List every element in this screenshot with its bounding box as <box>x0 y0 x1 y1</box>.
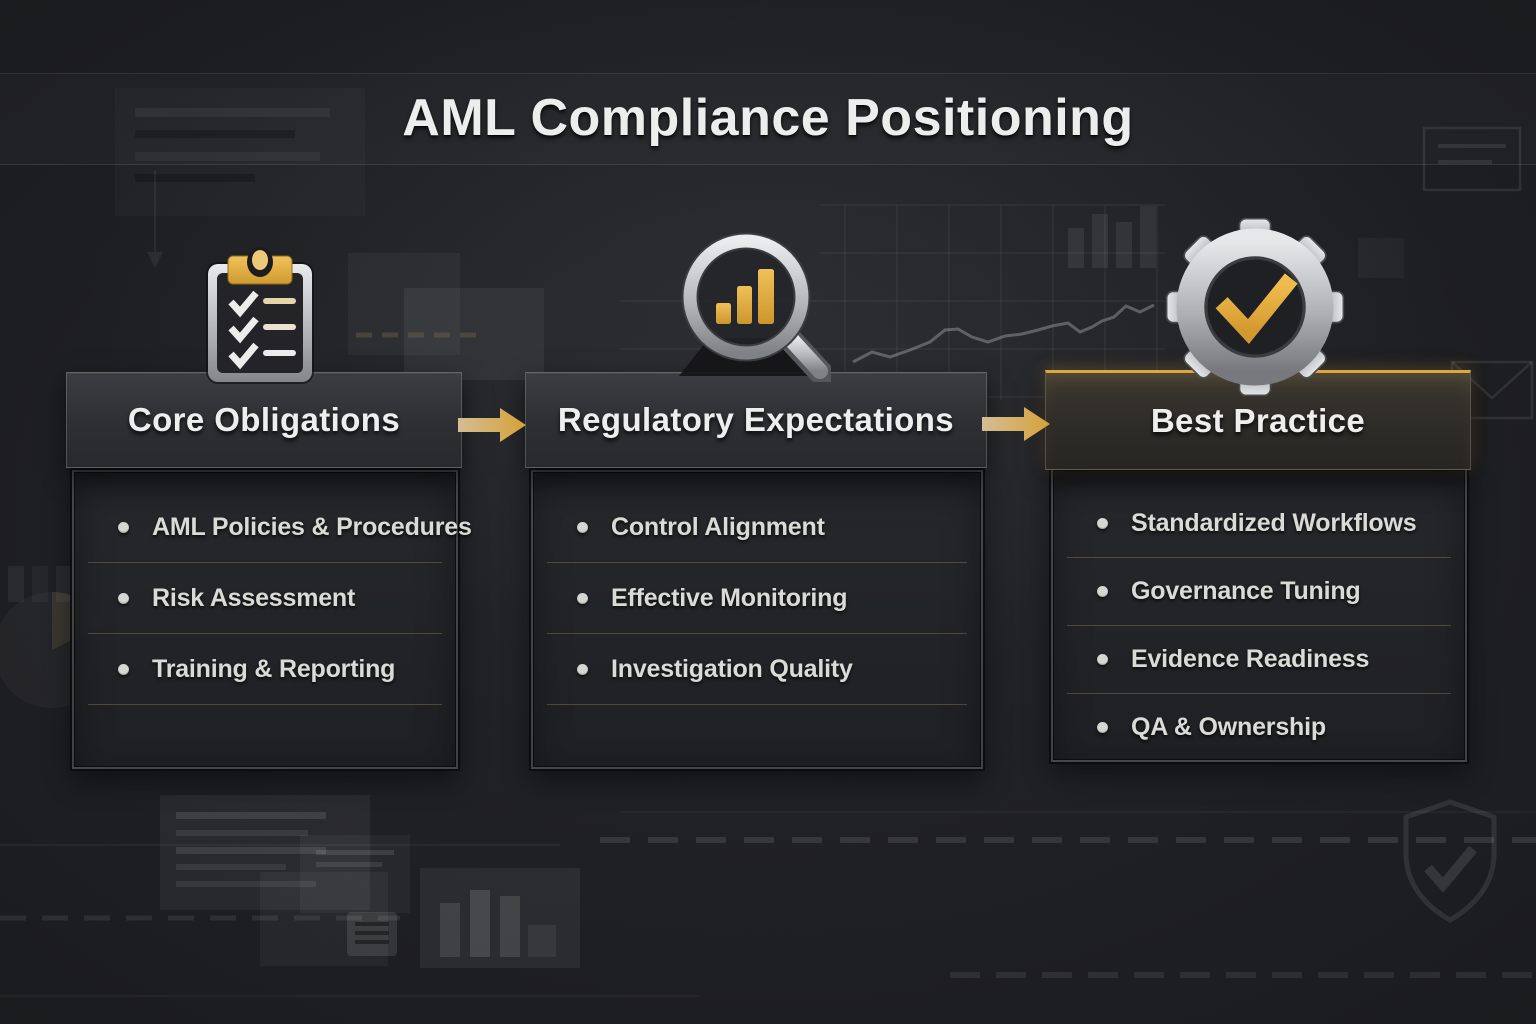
list-item: Evidence Readiness <box>1067 626 1451 694</box>
bullet-icon <box>118 663 129 675</box>
list-item: Standardized Workflows <box>1067 490 1451 558</box>
bullet-icon <box>577 521 588 533</box>
flow-arrow-icon <box>458 408 526 442</box>
list-item: Risk Assessment <box>88 563 442 634</box>
header-label: Core Obligations <box>127 401 401 438</box>
clipboard-checklist-icon <box>206 247 314 384</box>
list-item: Training & Reporting <box>88 634 442 705</box>
magnifier-bar-chart-icon <box>679 232 831 382</box>
header-label: Best Practice <box>1150 402 1366 439</box>
panel-best-practice: Standardized Workflows Governance Tuning… <box>1051 468 1467 762</box>
list-item: Control Alignment <box>547 492 967 563</box>
header-regulatory-expectations: Regulatory Expectations <box>525 372 987 468</box>
bullet-icon <box>1097 654 1108 665</box>
panel-regulatory-expectations: Control Alignment Effective Monitoring I… <box>531 470 983 769</box>
list-item: Governance Tuning <box>1067 558 1451 626</box>
list-item: Effective Monitoring <box>547 563 967 634</box>
bullet-icon <box>118 592 129 604</box>
bullet-icon <box>1097 518 1108 529</box>
flow-arrow-icon <box>982 407 1050 441</box>
list-item: Investigation Quality <box>547 634 967 705</box>
regulatory-expectations-list: Control Alignment Effective Monitoring I… <box>533 472 981 705</box>
panel-core-obligations: AML Policies & Procedures Risk Assessmen… <box>72 470 472 769</box>
bullet-icon <box>1097 586 1108 597</box>
bullet-icon <box>118 521 129 533</box>
bullet-icon <box>577 592 588 604</box>
bullet-icon <box>577 663 588 675</box>
core-obligations-list: AML Policies & Procedures Risk Assessmen… <box>74 472 472 705</box>
page-title: AML Compliance Positioning <box>402 89 1134 147</box>
gear-checkmark-icon <box>1165 217 1345 397</box>
header-label: Regulatory Expectations <box>557 401 955 438</box>
list-item: AML Policies & Procedures <box>88 492 472 563</box>
best-practice-list: Standardized Workflows Governance Tuning… <box>1053 470 1465 761</box>
bullet-icon <box>1097 722 1108 733</box>
list-item: QA & Ownership <box>1067 694 1451 761</box>
